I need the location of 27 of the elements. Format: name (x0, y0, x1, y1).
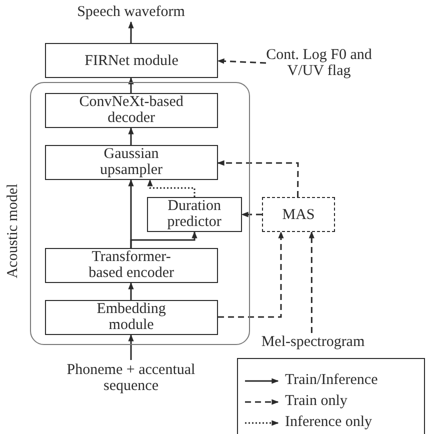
dotted-arrow (147, 179, 196, 197)
process-box: ConvNeXt-based decoder (44, 92, 218, 128)
arrow (130, 231, 198, 248)
process-box: Transformer-based encoder (44, 248, 218, 283)
dashed-arrow (218, 231, 284, 318)
text-label: Mel-spectrogram (248, 333, 378, 351)
dashed-arrow (241, 212, 262, 218)
legend-text: Inference only (285, 414, 372, 431)
process-box: Embedding module (44, 300, 218, 335)
arrow (128, 77, 134, 93)
arrow (128, 334, 134, 360)
text-label: Speech waveform (55, 2, 207, 22)
legend-text: Train only (285, 393, 348, 410)
text-label: Cont. Log F0 and V/UV flag (266, 44, 372, 82)
dashed-arrow (308, 231, 314, 333)
dashed-arrow (217, 58, 266, 64)
arrow (128, 127, 134, 145)
dashed-arrow (217, 160, 299, 197)
process-box: FIRNet module (45, 43, 218, 78)
text-label: Phoneme + accentual sequence (45, 360, 217, 396)
dashed-process-box: MAS (262, 197, 335, 232)
group-heading: Acoustic model (4, 182, 22, 280)
legend-text: Train/Inference (285, 372, 378, 389)
process-box: Gaussian upsampler (44, 144, 218, 180)
process-box: Duration predictor (146, 196, 242, 232)
arrow (128, 21, 134, 43)
arrow (128, 282, 134, 300)
